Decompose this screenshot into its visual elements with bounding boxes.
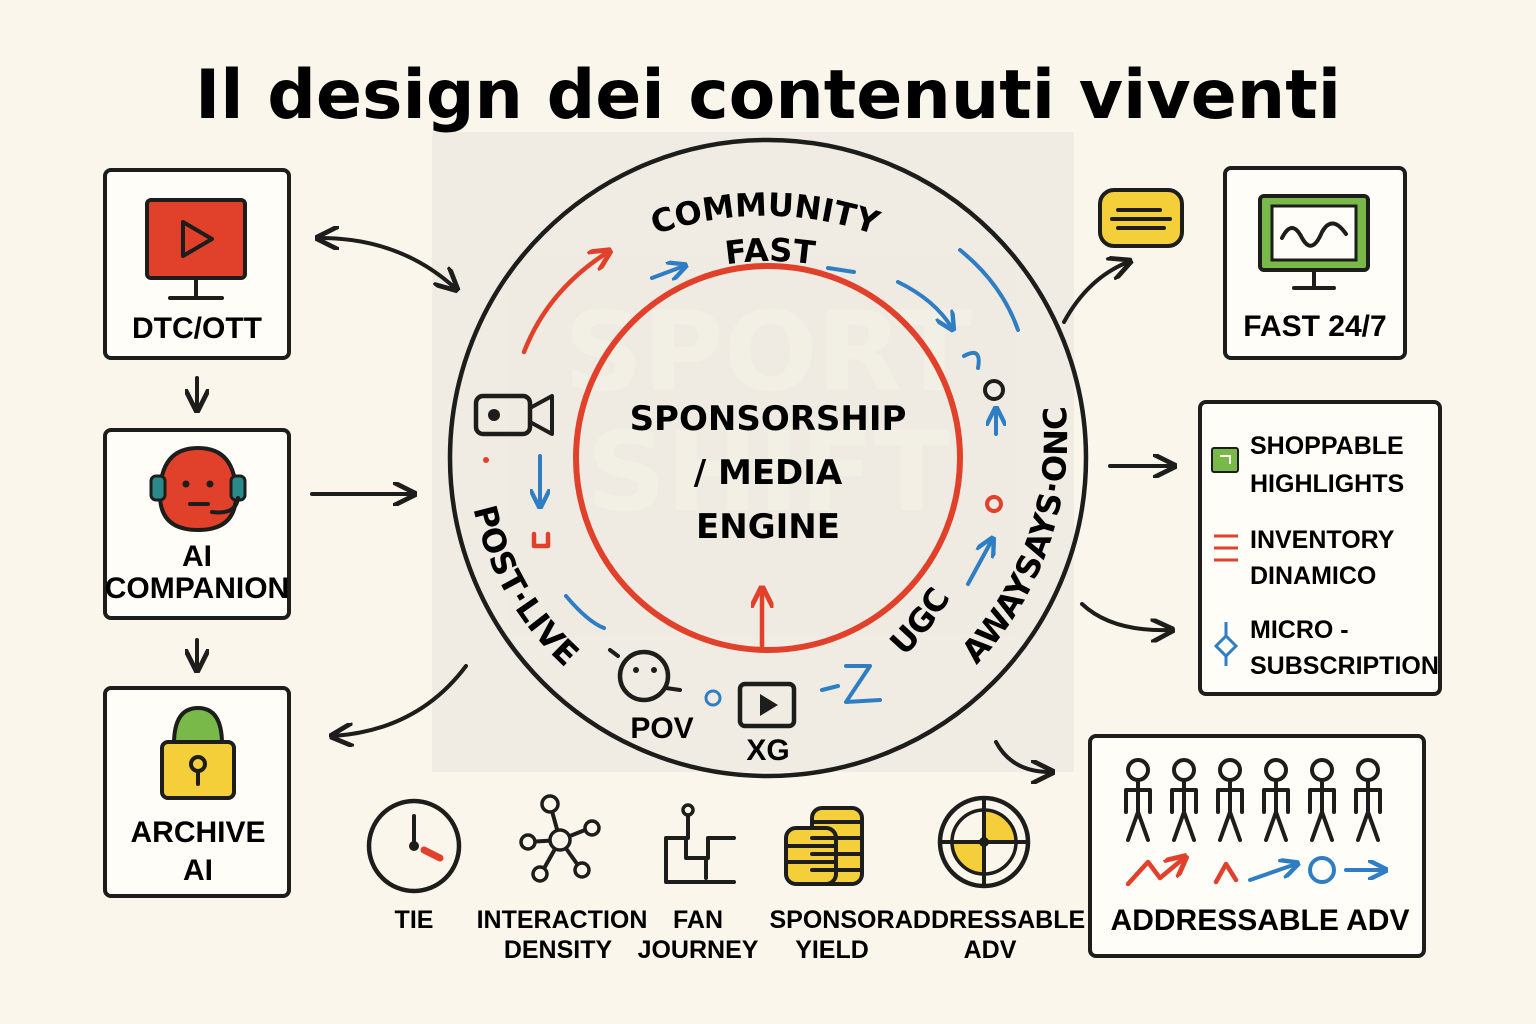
red-dot	[483, 457, 489, 463]
flow-arrow-blue-5	[966, 540, 992, 586]
archive-ai-card: ARCHIVE AI	[103, 686, 291, 898]
archive-ai-label-1: ARCHIVE	[130, 816, 265, 849]
metric-interaction-label-2: DENSITY	[504, 936, 613, 964]
addressable-adv-card: ADDRESSABLE ADV	[1088, 734, 1426, 958]
coins-icon	[784, 806, 864, 886]
monitor-wave-icon	[1258, 194, 1370, 290]
core-text: SPONSORSHIP / MEDIA ENGINE	[630, 399, 907, 547]
metric-interaction-density: INTERACTION DENSITY	[477, 794, 648, 964]
watermark-line-2: SHIFT	[587, 408, 949, 536]
red-lines-icon	[1214, 534, 1238, 562]
arrow-ring-list-2	[1080, 602, 1170, 630]
flow-arrow-blue-1	[650, 266, 684, 278]
network-icon	[519, 794, 601, 883]
green-tag-icon	[1211, 447, 1239, 473]
page-title: Il design dei contenuti viventi	[195, 56, 1341, 135]
metric-addressable-adv: ADDRESSABLE ADV	[895, 795, 1085, 964]
metric-sponsor-label-1: SPONSOR	[769, 906, 894, 934]
metric-fan-label-1: FAN	[673, 906, 723, 934]
flow-arrow-red-up	[521, 252, 608, 355]
flow-dash-blue-1	[826, 266, 856, 274]
pov-label: POV	[630, 712, 693, 745]
ai-companion-card: AI COMPANION	[103, 428, 291, 620]
ring-node-blue	[704, 689, 722, 707]
target-icon	[937, 795, 1031, 889]
watermark-line-1: SPORT	[564, 288, 972, 416]
blue-diamond-icon	[1213, 622, 1239, 666]
list-item-3-line-2: SUBSCRIPTION	[1250, 652, 1439, 680]
person-figure	[1216, 758, 1244, 842]
ring-node-right	[983, 379, 1005, 401]
ai-companion-label-1: AI	[182, 540, 212, 573]
metric-adv-label-1: ADDRESSABLE	[895, 906, 1085, 934]
addressable-adv-label: ADDRESSABLE ADV	[1111, 904, 1410, 937]
metric-interaction-label-1: INTERACTION	[477, 906, 648, 934]
clock-icon	[366, 798, 462, 894]
play-screen-icon	[145, 198, 247, 300]
fast-card: FAST 24/7	[1223, 166, 1407, 360]
watermark: SPORT SHIFT	[432, 132, 1074, 772]
ring-label-fast: FAST	[723, 231, 818, 272]
list-item-2-line-1: INVENTORY	[1250, 526, 1395, 554]
list-item-2-line-2: DINAMICO	[1250, 562, 1376, 590]
person-figure	[1308, 758, 1336, 842]
steps-icon	[664, 803, 736, 884]
metric-adv-label-2: ADV	[964, 936, 1017, 964]
headset-avatar-icon	[149, 445, 247, 533]
metric-tie-label: TIE	[395, 906, 434, 934]
xg-label: XG	[746, 734, 789, 767]
list-item-3-line-1: MICRO -	[1250, 616, 1349, 644]
flow-arc-blue-7	[564, 594, 606, 630]
video-camera-icon	[473, 393, 554, 437]
core-line-2: / MEDIA	[694, 453, 843, 493]
arrow-ring-archive	[334, 664, 468, 736]
fast-label: FAST 24/7	[1243, 310, 1386, 343]
people-row-icon	[1124, 758, 1382, 842]
arrow-ring-chat	[1062, 262, 1128, 324]
dtc-ott-label: DTC/OTT	[132, 312, 262, 345]
person-figure	[1170, 758, 1198, 842]
metric-sponsor-yield: SPONSOR YIELD	[769, 806, 895, 964]
dtc-ott-card: DTC/OTT	[103, 168, 291, 360]
metric-sponsor-label-2: YIELD	[795, 936, 869, 964]
xg-play-icon	[737, 681, 797, 729]
person-figure	[1124, 758, 1152, 842]
ai-companion-label-2: COMPANION	[105, 572, 289, 605]
chat-bubble-icon	[1098, 188, 1184, 248]
person-figure	[1354, 758, 1382, 842]
archive-ai-label-2: AI	[183, 854, 213, 887]
growth-arrows-icon	[1125, 858, 1384, 887]
ring-node-red	[985, 495, 1003, 513]
arrow-dtc-ring	[320, 238, 455, 288]
list-item-1-line-1: SHOPPABLE	[1250, 432, 1404, 460]
monetization-list-card: SHOPPABLE HIGHLIGHTS INVENTORY DINAMICO …	[1198, 400, 1442, 696]
flow-hook-blue	[962, 351, 981, 370]
person-figure	[1262, 758, 1290, 842]
core-line-1: SPONSORSHIP	[630, 399, 907, 439]
list-item-1-line-2: HIGHLIGHTS	[1250, 470, 1404, 498]
engine-ring	[447, 137, 1089, 779]
flow-arrow-blue-2	[896, 280, 952, 328]
red-mark-left	[531, 531, 551, 549]
metric-fan-label-2: JOURNEY	[638, 936, 759, 964]
padlock-icon	[160, 705, 236, 800]
metric-tie: TIE	[366, 798, 462, 934]
arrow-ring-adv	[994, 740, 1050, 772]
core-line-3: ENGINE	[696, 507, 840, 547]
flow-arc-blue-3	[958, 248, 1020, 332]
flow-zigzag-blue	[820, 664, 882, 704]
pov-icon	[608, 648, 682, 703]
metric-fan-journey: FAN JOURNEY	[638, 803, 759, 964]
